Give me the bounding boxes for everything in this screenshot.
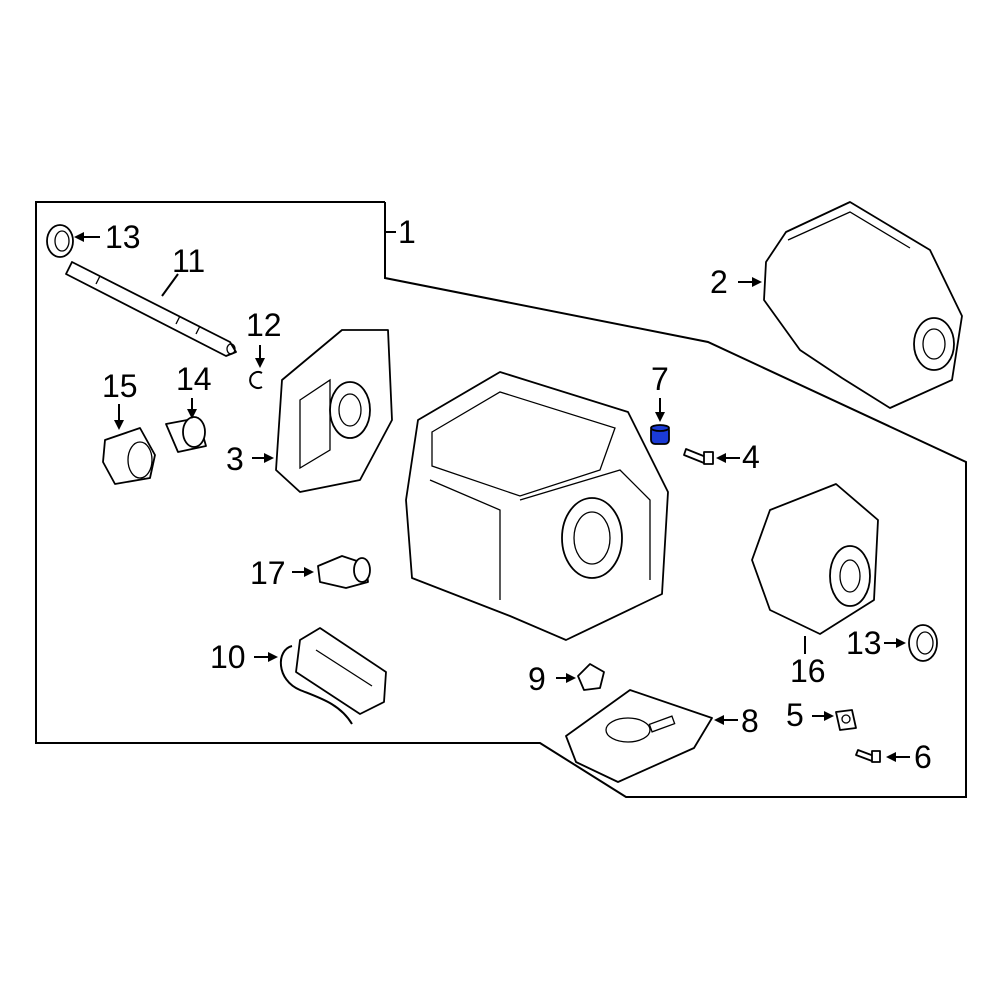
callout-8: 8 [741, 703, 759, 739]
part-1-transmission-case[interactable] [405, 371, 669, 641]
arrowhead-14 [187, 409, 197, 419]
part-6-bolt[interactable] [855, 749, 881, 763]
arrowhead-3 [264, 453, 274, 463]
callout-5: 5 [786, 697, 804, 733]
callout-13-upper: 13 [105, 219, 141, 255]
part-3-cover[interactable] [275, 329, 393, 493]
callout-4: 4 [742, 439, 760, 475]
arrowhead-13a [74, 232, 84, 242]
callout-9: 9 [528, 661, 546, 697]
callout-17: 17 [250, 555, 286, 591]
arrowhead-9 [566, 673, 576, 683]
part-8-oil-pan[interactable] [565, 689, 713, 783]
arrowhead-2 [752, 277, 762, 287]
callout-1: 1 [398, 214, 416, 250]
callout-14: 14 [176, 361, 212, 397]
part-9-bracket[interactable] [577, 663, 605, 691]
part-11-shaft[interactable] [65, 261, 237, 357]
callout-11: 11 [172, 243, 205, 279]
part-17-fitting[interactable] [317, 555, 371, 589]
part-15-bearing[interactable] [102, 427, 156, 485]
part-2-housing[interactable] [763, 201, 963, 409]
part-10-cooler[interactable] [279, 627, 387, 725]
part-14-bushing[interactable] [165, 416, 207, 453]
arrowhead-10 [268, 652, 278, 662]
arrowhead-12 [255, 358, 265, 368]
callout-7: 7 [651, 361, 669, 397]
callout-13-lower: 13 [846, 625, 882, 661]
arrowhead-4 [716, 453, 726, 463]
part-5-clip[interactable] [835, 709, 857, 731]
part-13-seal-lower[interactable] [908, 624, 938, 662]
part-7-highlighted[interactable] [650, 424, 670, 445]
callout-2: 2 [710, 264, 728, 300]
part-4-bolt[interactable] [683, 448, 714, 465]
part-13-seal-upper[interactable] [46, 224, 74, 258]
arrowhead-5 [824, 711, 834, 721]
callout-3: 3 [226, 441, 244, 477]
arrowhead-17 [304, 567, 314, 577]
callout-6: 6 [914, 739, 932, 775]
callout-12: 12 [246, 307, 282, 343]
arrowhead-8 [714, 715, 724, 725]
part-12-snap-ring[interactable] [249, 371, 263, 389]
callout-16: 16 [790, 653, 826, 689]
callout-15: 15 [102, 368, 138, 404]
arrowhead-7 [655, 412, 665, 422]
assembly-boundary [35, 201, 967, 798]
arrowhead-13b [896, 638, 906, 648]
callout-10: 10 [210, 639, 246, 675]
arrowhead-15 [114, 420, 124, 430]
arrowhead-6 [886, 752, 896, 762]
part-16-rear-housing[interactable] [751, 483, 879, 635]
arrow-11 [161, 273, 179, 297]
